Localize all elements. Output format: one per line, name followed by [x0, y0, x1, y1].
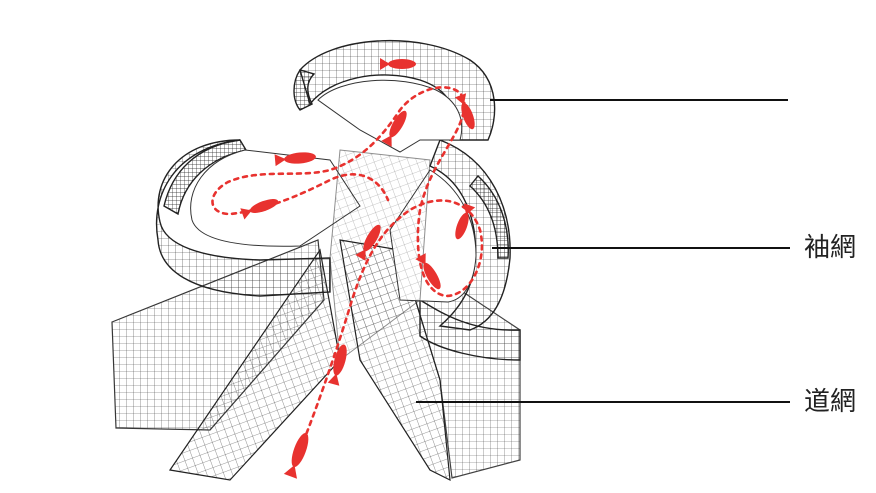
callout-label-sleeve-net: 袖網: [804, 235, 856, 261]
callout-label-lead-net: 道網: [804, 389, 856, 415]
fish-icon: [284, 431, 313, 479]
